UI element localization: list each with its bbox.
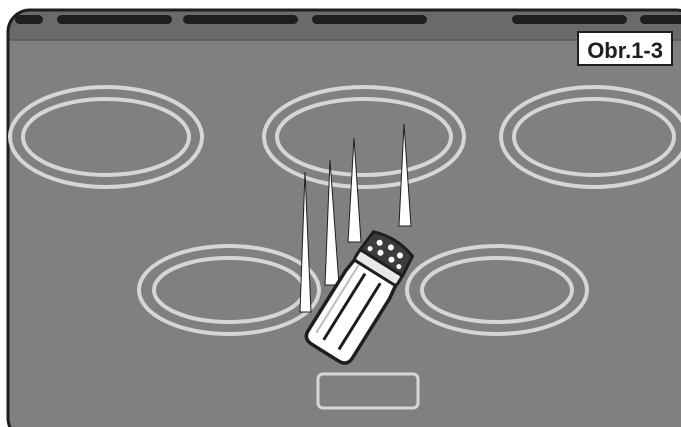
shaker-body bbox=[304, 256, 399, 365]
salt-stream bbox=[299, 171, 312, 313]
vent-slot bbox=[312, 15, 427, 24]
cooking-zone-rear-center bbox=[262, 85, 466, 189]
control-panel bbox=[316, 372, 420, 410]
cooking-zone-rear-left bbox=[8, 85, 204, 189]
cooking-zone-rear-right bbox=[499, 85, 681, 189]
vent-slot bbox=[57, 15, 172, 24]
shaker-holes bbox=[367, 239, 403, 270]
cooking-zone-front-right bbox=[405, 244, 589, 336]
salt-stream bbox=[324, 159, 340, 286]
vent-slot bbox=[15, 15, 43, 24]
figure-label: Obr.1-3 bbox=[577, 31, 673, 66]
salt-stream bbox=[398, 123, 412, 227]
salt-shaker bbox=[304, 230, 415, 365]
vent-slot bbox=[183, 15, 298, 24]
vent-slot bbox=[640, 15, 681, 24]
vent-slots bbox=[15, 15, 681, 24]
salt-stream bbox=[347, 137, 362, 243]
vent-slot bbox=[512, 15, 627, 24]
cooktop-outline bbox=[6, 8, 681, 427]
